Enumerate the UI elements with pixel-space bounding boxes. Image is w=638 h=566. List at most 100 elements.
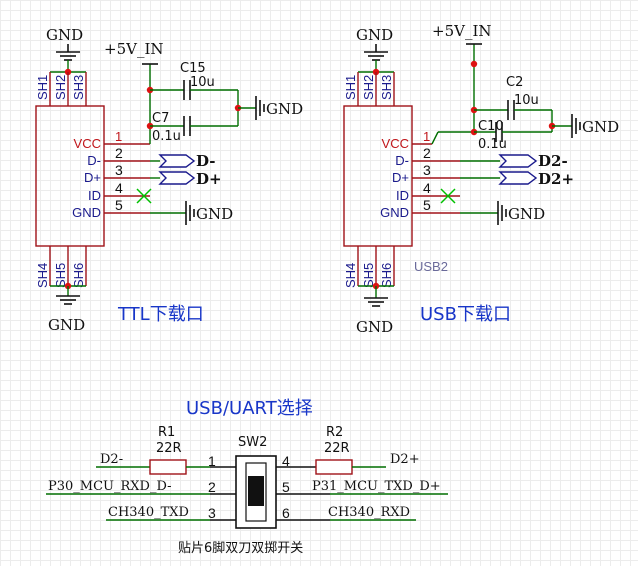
usb-pin-num-1: 1	[423, 129, 430, 144]
ttl-port-dm-label: D-	[196, 152, 216, 170]
ttl-sh2-label: SH2	[53, 75, 68, 100]
usb-top-gnd-label: GND	[356, 26, 393, 44]
switch-section-title: USB/UART选择	[186, 398, 313, 419]
usb-pin-gnd-symbol	[497, 201, 507, 225]
switch-left-pin-numbers: 1 2 3	[208, 453, 216, 521]
usb-c10-value: 0.1u	[478, 137, 507, 152]
ttl-pin-vcc: VCC	[74, 136, 101, 151]
ttl-bottom-gnd-symbol	[56, 295, 80, 305]
ttl-port-dm	[158, 154, 196, 168]
usb-sh-top-labels: SH1 SH2 SH3	[343, 75, 394, 100]
usb-sh3-label: SH3	[379, 75, 394, 100]
usb-port-dm	[498, 154, 538, 168]
ttl-port-dp-label: D+	[196, 170, 222, 188]
usb-pin-num-2: 2	[423, 145, 431, 161]
ttl-pin-id: ID	[88, 188, 101, 203]
switch-pin-6: 6	[282, 505, 290, 521]
switch-pin-5: 5	[282, 479, 290, 495]
net-d2p-label: D2+	[390, 452, 420, 467]
ttl-pin-num-5: 5	[115, 197, 123, 213]
ttl-port-dp	[158, 171, 196, 185]
usb-pin-num-5: 5	[423, 197, 431, 213]
ttl-sh4-label: SH4	[35, 263, 50, 288]
ttl-pin-gnd-net-label: GND	[196, 205, 233, 223]
usb-pin-id: ID	[396, 188, 409, 203]
ttl-v5-label: +5V_IN	[104, 40, 164, 58]
ttl-pin-dm: D-	[87, 153, 101, 168]
usb-sh5-label: SH5	[361, 263, 376, 288]
usb-port-dp-label: D2+	[538, 170, 574, 188]
ttl-pin-num-1: 1	[115, 129, 122, 144]
switch-pin-1: 1	[208, 453, 216, 469]
usb-port-dp	[498, 171, 538, 185]
usb-id-noconnect-icon	[440, 188, 456, 204]
ttl-c15-ref: C15	[180, 61, 206, 76]
ttl-top-gnd-label: GND	[46, 26, 83, 44]
ttl-sh6-label: SH6	[71, 263, 86, 288]
ttl-section-title: TTL下载口	[117, 304, 204, 325]
usb-v5-label: +5V_IN	[432, 22, 492, 40]
ttl-pin-dp: D+	[84, 170, 101, 185]
usb-bottom-gnd-symbol	[364, 297, 388, 307]
usb-pin-gnd-net-label: GND	[508, 205, 545, 223]
usb-pin-num-4: 4	[423, 180, 431, 196]
usb-pin-names: VCC D- D+ ID GND	[380, 136, 409, 220]
usb-c10-ref: C10	[478, 119, 504, 134]
usb-sh2-label: SH2	[361, 75, 376, 100]
switch-pin-4: 4	[282, 453, 290, 469]
usb-pin-dm: D-	[395, 153, 409, 168]
usb-sh-bottom-labels: SH4 SH5 SH6	[343, 263, 394, 288]
r1-ref: R1	[158, 425, 175, 440]
net-ch340-rxd-label: CH340_RXD	[328, 505, 410, 520]
usb-port-dm-label: D2-	[538, 152, 568, 170]
usb-sh1-label: SH1	[343, 75, 358, 100]
usb-sh4-label: SH4	[343, 263, 358, 288]
ttl-cap-gnd-symbol	[255, 96, 265, 120]
ttl-cap-gnd-label: GND	[266, 100, 303, 118]
ttl-top-gnd-symbol	[56, 44, 80, 61]
r2-ref: R2	[326, 425, 343, 440]
ttl-c15-value: 10u	[190, 75, 215, 90]
switch-section: USB/UART选择 SW2 1 2 3 4 5 6 R1 22R D2-	[46, 398, 448, 556]
ttl-pin-gnd: GND	[72, 205, 101, 220]
ttl-sh1-label: SH1	[35, 75, 50, 100]
usb-top-gnd-symbol	[364, 44, 388, 61]
ttl-sh-top-labels: SH1 SH2 SH3	[35, 75, 86, 100]
ttl-pin-num-4: 4	[115, 180, 123, 196]
usb-pin-num-3: 3	[423, 162, 431, 178]
net-p31-label: P31_MCU_TXD_D+	[312, 479, 441, 494]
switch-pin-3: 3	[208, 505, 216, 521]
ttl-c7-ref: C7	[152, 111, 169, 126]
r2-value: 22R	[324, 441, 350, 456]
ttl-c7-value: 0.1u	[152, 129, 181, 144]
usb-pin-gnd: GND	[380, 205, 409, 220]
net-d2m-label: D2-	[100, 452, 123, 467]
ttl-connector-section: GND SH1 SH2 SH3 VCC D- D+ ID G	[35, 26, 303, 334]
usb-pin-vcc: VCC	[382, 136, 409, 151]
switch-right-pin-numbers: 4 5 6	[282, 453, 290, 521]
net-p30-label: P30_MCU_RXD_D-	[48, 479, 172, 494]
ttl-sh3-label: SH3	[71, 75, 86, 100]
resistor-r2	[315, 459, 353, 475]
ttl-connector-body	[35, 105, 105, 247]
switch-pin-2: 2	[208, 479, 216, 495]
ttl-pin-names: VCC D- D+ ID GND	[72, 136, 101, 220]
usb-sh6-label: SH6	[379, 263, 394, 288]
ttl-sh5-label: SH5	[53, 263, 68, 288]
usb-connector-body	[343, 105, 413, 247]
net-ch340-txd-label: CH340_TXD	[108, 505, 189, 520]
usb-pin-numbers: 1 2 3 4 5	[423, 129, 431, 213]
switch-caption: 贴片6脚双刀双掷开关	[178, 540, 303, 556]
usb-cap-gnd-symbol	[571, 114, 581, 138]
switch-ref: SW2	[238, 435, 267, 450]
ttl-pin-gnd-symbol	[185, 201, 195, 225]
ttl-id-noconnect-icon	[136, 188, 152, 204]
usb-pin-dp: D+	[392, 170, 409, 185]
ttl-pin-num-3: 3	[115, 162, 123, 178]
r1-value: 22R	[156, 441, 182, 456]
ttl-pin-num-2: 2	[115, 145, 123, 161]
usb-bottom-gnd-label: GND	[356, 318, 393, 336]
usb-c2-ref: C2	[506, 75, 523, 90]
usb-c2-value: 10u	[514, 93, 539, 108]
ttl-sh-bottom-labels: SH4 SH5 SH6	[35, 263, 86, 288]
